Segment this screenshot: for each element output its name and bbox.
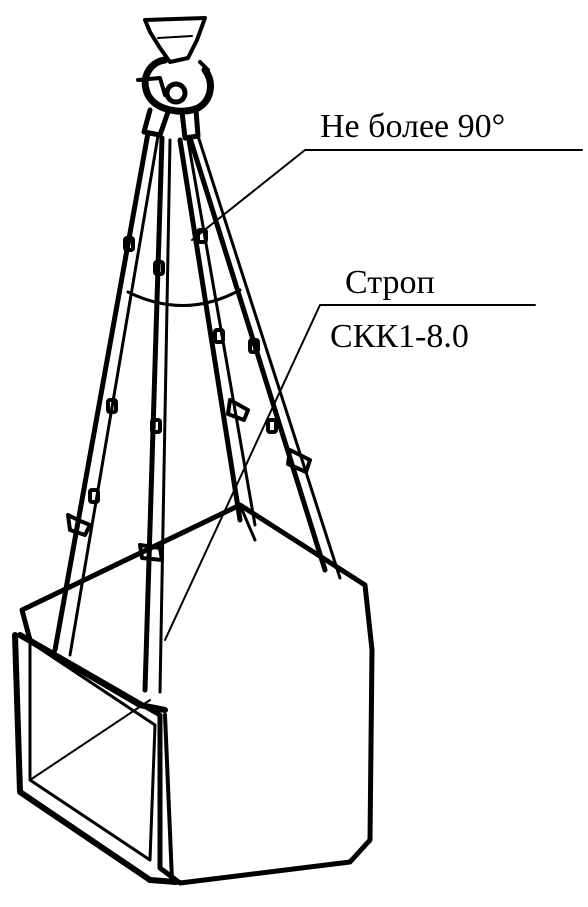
angle-leader-line [191, 149, 583, 241]
sling-clamps [66, 398, 312, 562]
sling-leg-back-right [187, 134, 342, 580]
sling-name-label: Строп [345, 264, 435, 301]
angle-arc [126, 288, 242, 307]
sling-leg-front-right [142, 135, 172, 694]
sling-model-label: СКК1-8.0 [330, 318, 469, 355]
angle-limit-label: Не более 90° [320, 108, 506, 145]
sling-leader-line [164, 304, 536, 641]
box-load [12, 502, 375, 886]
crane-hook [136, 16, 214, 141]
sling-leg-front-left [52, 130, 160, 657]
